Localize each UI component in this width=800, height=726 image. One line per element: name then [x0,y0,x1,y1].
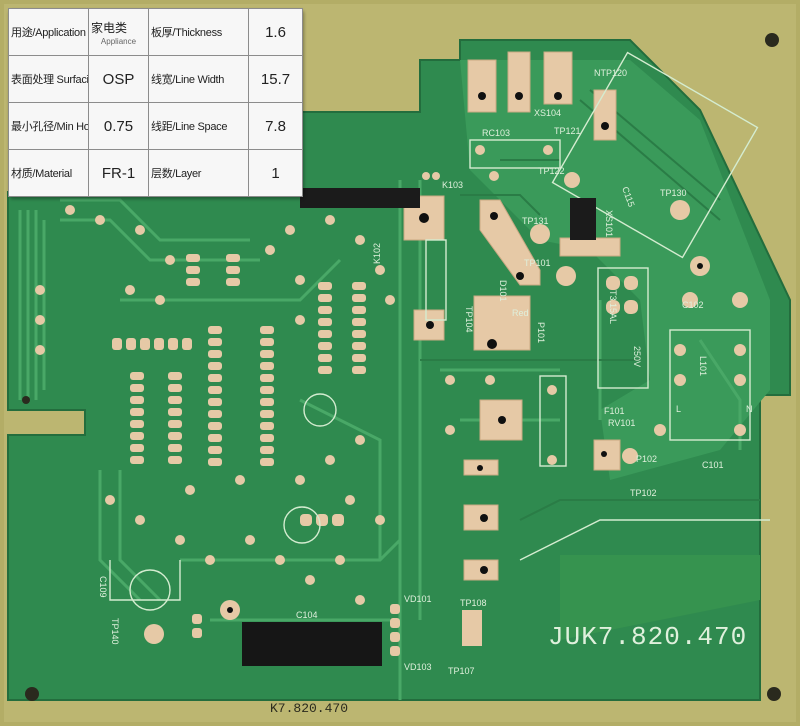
silk-label: L [676,404,681,414]
spec-value: 0.75 [88,102,149,150]
ground-pour [560,555,760,640]
silk-label: TP121 [554,126,581,136]
spec-label: 用途/Application [8,8,89,56]
substrate-part-number: K7.820.470 [270,701,348,716]
spec-value: FR-1 [88,149,149,197]
silk-label: TP140 [110,618,120,645]
silk-label: XS101 [604,210,614,237]
silk-label: K102 [372,243,382,264]
spec-label: 表面处理 Surfacing [8,55,89,103]
vias [35,145,746,605]
silk-label: RC103 [482,128,510,138]
spec-label: 材质/Material [8,149,89,197]
silk-label: TP102 [630,488,657,498]
spec-row: 最小孔径/Min Hole 0.75 线距/Line Space 7.8 [8,102,303,150]
silk-label: TP131 [522,216,549,226]
spec-value: 家电类 Appliance [88,8,149,56]
silk-label: C101 [702,460,724,470]
silk-label: VD101 [404,594,432,604]
spec-label-card: 用途/Application 家电类 Appliance 板厚/Thicknes… [8,8,303,197]
silk-label: VD103 [404,662,432,672]
silk-label: C109 [98,576,108,598]
drill-holes [227,92,703,613]
silk-label: C102 [682,300,704,310]
silkscreen-text: XS104 NTP120 RC103 TP121 TP122 K103 C115… [98,68,753,676]
spec-value: 1.6 [248,8,303,56]
spec-label: 层数/Layer [148,149,249,197]
spec-value: 7.8 [248,102,303,150]
spec-row: 用途/Application 家电类 Appliance 板厚/Thicknes… [8,8,303,56]
silk-label: NTP120 [594,68,627,78]
silkscreen-outlines [109,51,770,611]
board-part-number: JUK7.820.470 [548,622,747,652]
silk-label: RV101 [608,418,635,428]
connector-pad [462,610,482,646]
spec-label: 最小孔径/Min Hole [8,102,89,150]
silk-label: P102 [636,454,657,464]
spec-row: 表面处理 Surfacing OSP 线宽/Line Width 15.7 [8,55,303,103]
spec-value: OSP [88,55,149,103]
silk-label: T3.15AL [608,290,618,324]
spec-value: 1 [248,149,303,197]
spec-label: 线距/Line Space [148,102,249,150]
dip-pads [112,254,638,656]
silk-label: Red [512,308,529,318]
silk-label: TP130 [660,188,687,198]
silk-label: TP108 [460,598,487,608]
silk-label: 250V [632,346,642,367]
power-pads [403,51,621,581]
transistor-body [570,198,596,240]
silk-label: TP104 [464,306,474,333]
mounting-holes [22,33,781,701]
silk-label: D101 [498,280,508,302]
silk-label: P101 [536,322,546,343]
silk-label: F101 [604,406,625,416]
spec-label: 板厚/Thickness [148,8,249,56]
ground-plane [460,60,770,480]
silk-label: K103 [442,180,463,190]
silk-label: TP107 [448,666,475,676]
spec-value: 15.7 [248,55,303,103]
silk-label: TP101 [524,258,551,268]
spec-value-cn: 家电类 [91,20,128,35]
silk-label: L101 [698,356,708,376]
silk-label: XS104 [534,108,561,118]
ic-body [242,622,382,666]
spec-value-en: Appliance [100,36,137,46]
silk-label: TP122 [538,166,565,176]
silk-label: C104 [296,610,318,620]
silk-label: N [746,404,753,414]
trace-group [18,180,742,700]
spec-label: 线宽/Line Width [148,55,249,103]
ic-body-small [300,188,420,208]
spec-row: 材质/Material FR-1 层数/Layer 1 [8,149,303,197]
